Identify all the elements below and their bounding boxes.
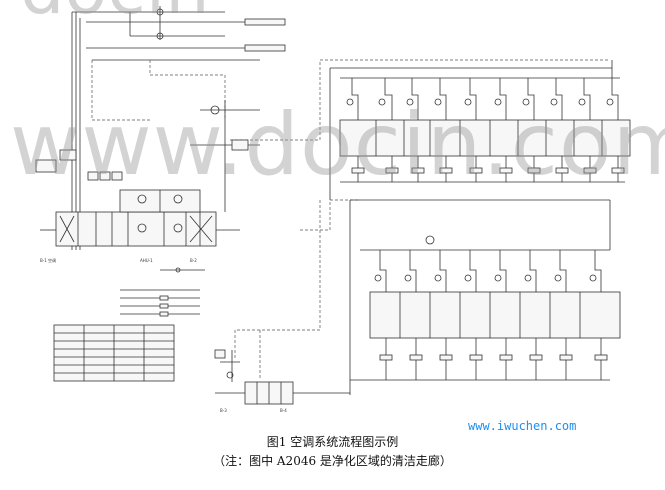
top-header-lines	[71, 6, 286, 250]
center-valves	[160, 100, 260, 273]
left-air-handling-unit: B-1 空调 AHU-1 B-2	[35, 149, 240, 263]
svg-text:AHU-1: AHU-1	[140, 258, 153, 263]
figure-title: 图1 空调系统流程图示例	[266, 435, 399, 449]
legend-table	[53, 324, 175, 382]
svg-text:B-3: B-3	[220, 408, 227, 413]
lower-room-row	[349, 199, 621, 395]
figure-note: （注：图中 A2046 是净化区域的清洁走廊）	[213, 454, 452, 468]
bottom-air-handling-unit: B-3 B-4	[214, 349, 350, 413]
svg-text:B-1 空调: B-1 空调	[40, 257, 56, 263]
dashed-lines	[91, 59, 610, 380]
svg-text:B-2: B-2	[190, 258, 197, 263]
site-watermark: www.iwuchen.com	[468, 419, 577, 433]
notes-block	[120, 289, 200, 317]
upper-room-row	[329, 60, 631, 200]
svg-text:B-4: B-4	[280, 408, 287, 413]
